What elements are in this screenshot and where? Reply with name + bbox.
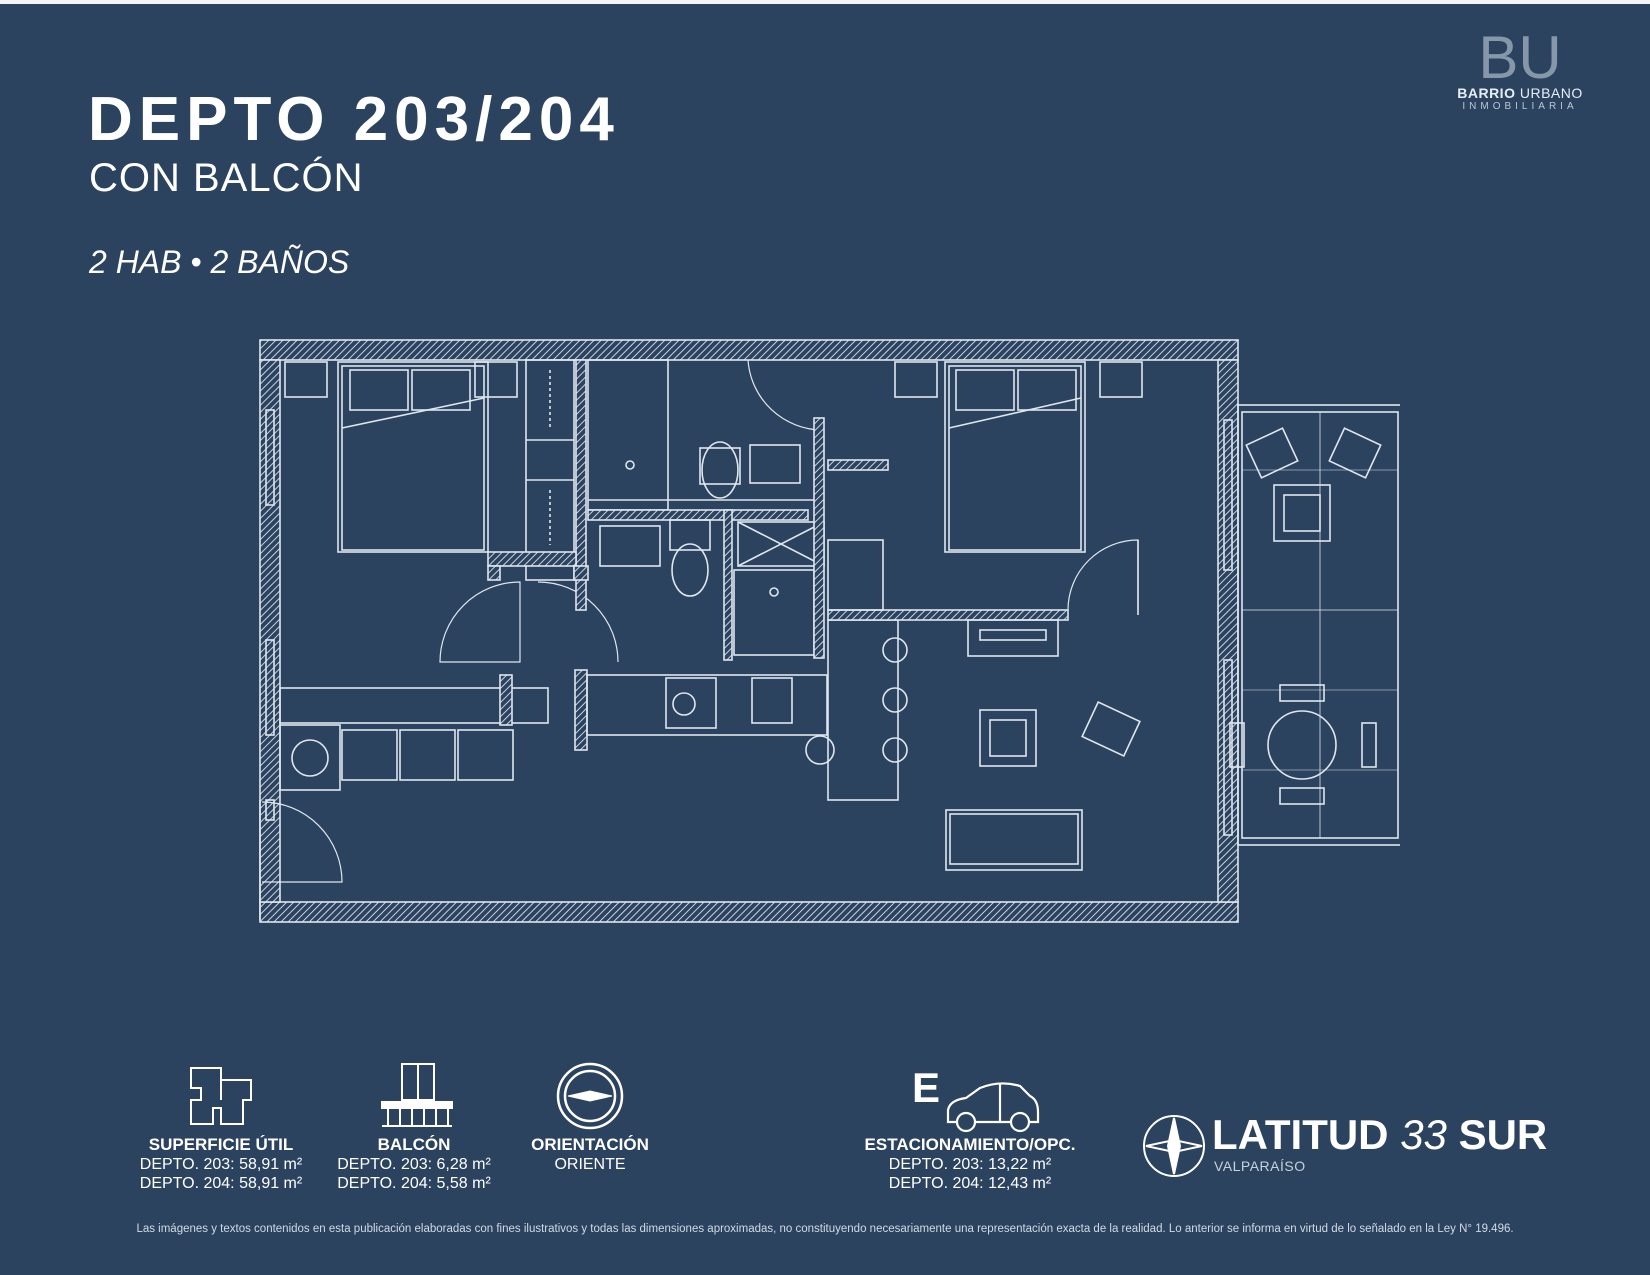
- page-subtitle: CON BALCÓN: [89, 156, 364, 200]
- orientacion-title: ORIENTACIÓN: [531, 1135, 649, 1154]
- balcony-icon: [381, 1063, 453, 1127]
- brand-name-end: SUR: [1446, 1111, 1548, 1158]
- logo-name-bold: BARRIO: [1457, 85, 1516, 101]
- balcon-title: BALCÓN: [377, 1135, 451, 1154]
- car-icon: E: [912, 1064, 1040, 1133]
- brand-compass-icon: [1143, 1115, 1205, 1177]
- kitchen: [574, 539, 1069, 801]
- closets: [279, 359, 587, 791]
- feature-balcon: BALCÓN DEPTO. 203: 6,28 m² DEPTO. 204: 5…: [304, 1060, 524, 1193]
- logo-tagline: INMOBILIARIA: [1462, 101, 1578, 112]
- floor-plan: [259, 339, 1400, 923]
- page-title: DEPTO 203/204: [88, 85, 620, 154]
- superficie-203: DEPTO. 203: 58,91 m²: [139, 1156, 303, 1173]
- feature-orientacion: ORIENTACIÓN ORIENTE: [480, 1060, 700, 1174]
- superficie-204: DEPTO. 204: 58,91 m²: [139, 1175, 303, 1192]
- balcon-204: DEPTO. 204: 5,58 m²: [337, 1175, 491, 1192]
- logo-name-rest: URBANO: [1515, 85, 1583, 101]
- estacionamiento-203: DEPTO. 203: 13,22 m²: [888, 1156, 1052, 1173]
- feature-estacionamiento: E ESTACIONAMIENTO/OPC. DEPTO. 203: 13,22…: [850, 1060, 1090, 1193]
- brand-name-number: 33: [1400, 1111, 1447, 1158]
- brand-name: LATITUD 33 SUR: [1212, 1112, 1547, 1158]
- barrio-urbano-logo: BU BARRIO URBANO INMOBILIARIA: [1420, 26, 1620, 112]
- bedroom-2: [827, 361, 1143, 615]
- bedroom-1: [279, 361, 619, 724]
- parking-letter: E: [912, 1064, 940, 1111]
- legal-disclaimer: Las imágenes y textos contenidos en esta…: [136, 1223, 1514, 1235]
- brand-name-bold: LATITUD: [1212, 1111, 1401, 1158]
- balcony: [1229, 404, 1400, 846]
- top-border-line: [0, 0, 1650, 4]
- compass-icon: [556, 1062, 624, 1130]
- rooms-summary: 2 HAB • 2 BAÑOS: [89, 244, 350, 280]
- orientacion-value: ORIENTE: [554, 1156, 626, 1173]
- feature-superficie: SUPERFICIE ÚTIL DEPTO. 203: 58,91 m² DEP…: [111, 1060, 331, 1193]
- balcon-203: DEPTO. 203: 6,28 m²: [337, 1156, 491, 1173]
- living-room: [261, 619, 1141, 883]
- brand-city: VALPARAÍSO: [1214, 1158, 1306, 1174]
- floorplan-icon: [190, 1067, 252, 1125]
- bu-logo-icon: BU: [1478, 26, 1561, 82]
- logo-mark: BU: [1478, 26, 1561, 82]
- interior-walls: [487, 551, 589, 581]
- logo-name: BARRIO URBANO: [1420, 86, 1620, 101]
- estacionamiento-204: DEPTO. 204: 12,43 m²: [888, 1175, 1052, 1192]
- estacionamiento-title: ESTACIONAMIENTO/OPC.: [864, 1135, 1076, 1154]
- exterior-walls: [259, 339, 1239, 923]
- bathrooms: [587, 359, 825, 661]
- superficie-title: SUPERFICIE ÚTIL: [148, 1135, 294, 1154]
